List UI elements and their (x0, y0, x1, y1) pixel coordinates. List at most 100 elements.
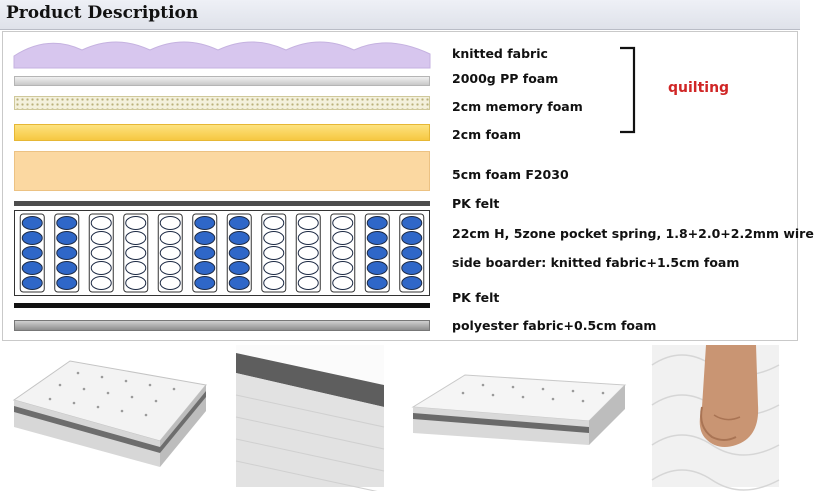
mattress-front-photo (403, 345, 637, 487)
pk-felt-top-layer (14, 201, 430, 206)
spring-coil (228, 216, 250, 230)
spring-coil (159, 276, 181, 290)
spring-coil (56, 246, 78, 260)
spring-coil (194, 231, 216, 245)
spring-pocket (88, 213, 114, 293)
spring-pocket (295, 213, 321, 293)
spring-coil (297, 231, 319, 245)
spring-coil (21, 261, 43, 275)
memory-foam-layer (14, 96, 430, 110)
knitted-fabric-layer (13, 41, 431, 69)
spring-coil (90, 246, 112, 260)
spring-coil (56, 261, 78, 275)
spring-coil (194, 216, 216, 230)
spring-pocket (261, 213, 287, 293)
spring-coil (332, 261, 354, 275)
label-yellow-foam: 2cm foam (452, 127, 521, 142)
spring-coil (297, 246, 319, 260)
page-title: Product Description (6, 3, 199, 23)
spring-coil (263, 261, 285, 275)
spring-coil (228, 261, 250, 275)
polyester-fabric-layer (14, 320, 430, 331)
spring-coil (194, 246, 216, 260)
spring-coil (366, 246, 388, 260)
spring-coil (21, 276, 43, 290)
label-foam-f2030: 5cm foam F2030 (452, 167, 569, 182)
quilting-bracket (620, 46, 636, 134)
label-pk-felt-top: PK felt (452, 196, 500, 211)
spring-coil (401, 261, 423, 275)
spring-pocket (19, 213, 45, 293)
spring-coil (194, 261, 216, 275)
label-side-border: side boarder: knitted fabric+1.5cm foam (452, 255, 740, 270)
spring-coil (21, 231, 43, 245)
spring-coil (366, 216, 388, 230)
pk-felt-bottom-layer (14, 303, 430, 308)
spring-pocket (157, 213, 183, 293)
spring-coil (56, 276, 78, 290)
pp-foam-layer (14, 76, 430, 86)
spring-coil (401, 216, 423, 230)
hand-pressing-surface-photo (651, 345, 780, 491)
spring-coil (297, 216, 319, 230)
pocket-spring-block (14, 210, 430, 296)
spring-coil (228, 246, 250, 260)
spring-coil (263, 276, 285, 290)
spring-coil (90, 231, 112, 245)
spring-coil (159, 246, 181, 260)
label-pk-felt-bottom: PK felt (452, 290, 500, 305)
spring-coil (159, 216, 181, 230)
spring-coil (401, 231, 423, 245)
spring-coil (401, 246, 423, 260)
spring-pocket (330, 213, 356, 293)
yellow-foam-layer (14, 124, 430, 141)
spring-coil (263, 246, 285, 260)
spring-coil (56, 231, 78, 245)
spring-coil (194, 276, 216, 290)
mattress-angle-photo (0, 345, 225, 487)
quilting-label: quilting (668, 80, 730, 96)
spring-coil (90, 216, 112, 230)
spring-pocket (364, 213, 390, 293)
spring-coil (90, 261, 112, 275)
spring-coil (263, 216, 285, 230)
mattress-side-closeup-photo (235, 345, 385, 491)
spring-coil (228, 231, 250, 245)
spring-coil (21, 216, 43, 230)
spring-coil (332, 216, 354, 230)
spring-coil (125, 276, 147, 290)
spring-coil (332, 231, 354, 245)
label-pp-foam: 2000g PP foam (452, 71, 559, 86)
spring-coil (159, 261, 181, 275)
layer-diagram-frame (2, 31, 798, 341)
spring-coil (332, 246, 354, 260)
label-polyester-fabric: polyester fabric+0.5cm foam (452, 318, 657, 333)
spring-coil (21, 246, 43, 260)
spring-coil (90, 276, 112, 290)
spring-coil (228, 276, 250, 290)
spring-pocket (123, 213, 149, 293)
label-knitted-fabric: knitted fabric (452, 46, 548, 61)
spring-pocket (226, 213, 252, 293)
header-bar: Product Description (0, 0, 800, 30)
pocket-springs (19, 213, 425, 293)
spring-pocket (192, 213, 218, 293)
label-pocket-spring: 22cm H, 5zone pocket spring, 1.8+2.0+2.2… (452, 226, 814, 241)
spring-coil (125, 231, 147, 245)
spring-coil (401, 276, 423, 290)
spring-pocket (54, 213, 80, 293)
foam-f2030-layer (14, 151, 430, 191)
spring-coil (332, 276, 354, 290)
spring-coil (297, 261, 319, 275)
spring-coil (297, 276, 319, 290)
label-memory-foam: 2cm memory foam (452, 99, 583, 114)
spring-coil (263, 231, 285, 245)
spring-coil (125, 261, 147, 275)
spring-coil (159, 231, 181, 245)
spring-pocket (399, 213, 425, 293)
spring-coil (56, 216, 78, 230)
spring-coil (125, 216, 147, 230)
spring-coil (366, 276, 388, 290)
spring-coil (366, 261, 388, 275)
spring-coil (125, 246, 147, 260)
